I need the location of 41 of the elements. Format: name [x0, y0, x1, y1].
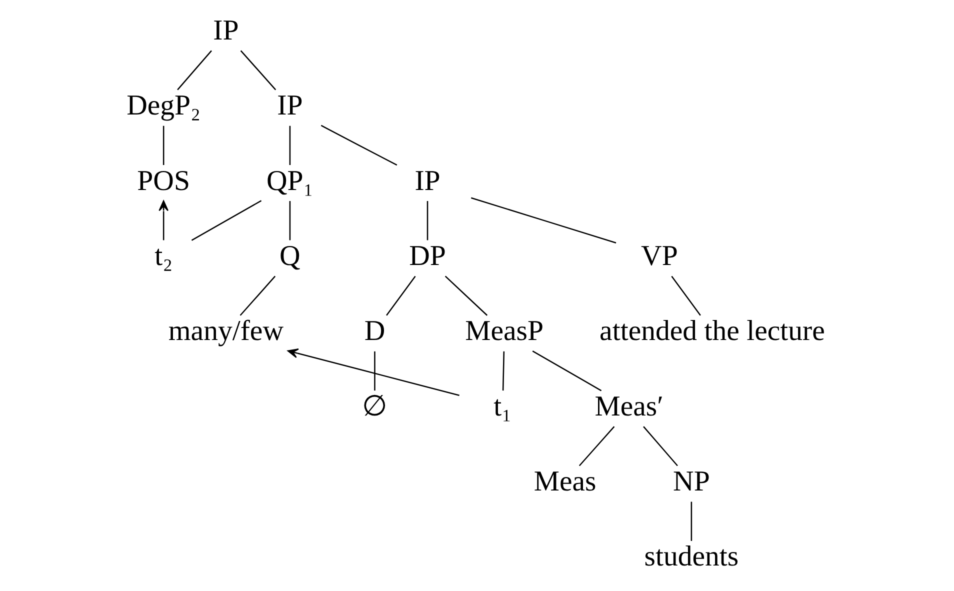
node-text: IP [212, 14, 238, 46]
arrow [286, 348, 459, 396]
node-text: DP [408, 240, 446, 272]
connector [176, 50, 212, 90]
node-text: Meas [533, 465, 596, 498]
arrow [158, 200, 168, 240]
node-text: IP [414, 164, 440, 197]
connector [374, 351, 375, 391]
connector [239, 276, 276, 316]
node-text: many/few [168, 315, 284, 348]
connector [240, 50, 276, 90]
node-text: D [364, 315, 385, 348]
connector [190, 200, 262, 241]
node-text: Meas′ [594, 390, 663, 422]
connector [690, 502, 692, 541]
connector [288, 201, 290, 240]
node-text: Q [279, 240, 300, 272]
node-text: IP [276, 90, 302, 122]
node-text: attended the lecture [599, 315, 824, 348]
connector [470, 197, 616, 244]
node-text: DegP₂ [126, 90, 200, 122]
node-text: POS [136, 164, 190, 197]
connector [162, 126, 164, 166]
connector [288, 126, 290, 166]
node-text: VP [640, 240, 678, 272]
connector [578, 426, 614, 466]
node-text: t₁ [493, 390, 512, 422]
node-text: t₂ [154, 240, 172, 272]
connector [502, 351, 504, 391]
node-text: ∅ [362, 390, 387, 422]
node-text: NP [672, 465, 710, 498]
node-text: students [644, 540, 738, 573]
connector [532, 350, 602, 392]
connector [426, 201, 428, 240]
connector [642, 426, 678, 466]
connector [444, 276, 488, 316]
node-text: QP₁ [266, 164, 313, 197]
connector [320, 124, 397, 166]
connector [386, 276, 416, 316]
node-text: MeasP [464, 315, 543, 348]
connector [670, 276, 700, 316]
